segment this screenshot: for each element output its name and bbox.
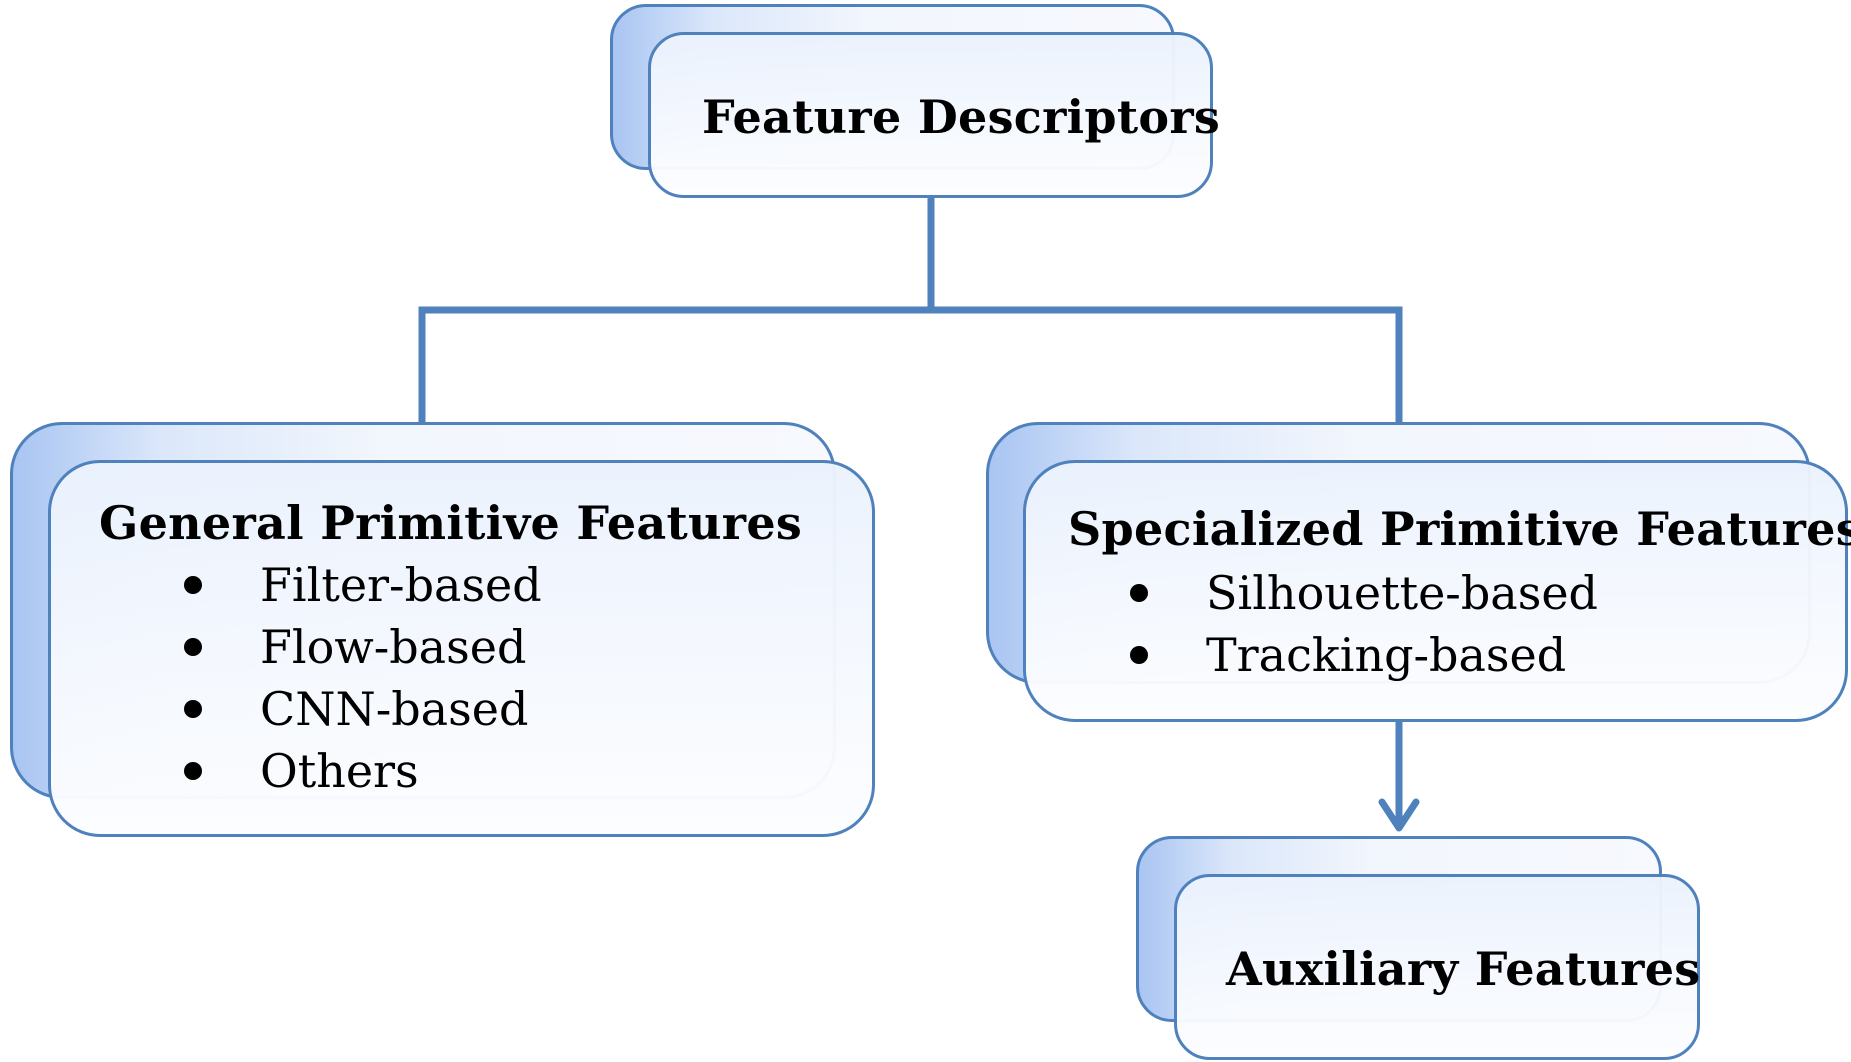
list-item: Flow-based [110,616,542,678]
specialized-feature-list: Silhouette-based Tracking-based [1056,562,1598,686]
node-box [1023,460,1848,722]
bullet-icon [184,576,202,594]
list-item: Silhouette-based [1056,562,1598,624]
node-auxiliary-features: Auxiliary Features [1136,836,1700,1060]
connector-root-to-general [418,198,935,422]
list-item: Filter-based [110,554,542,616]
list-item: Tracking-based [1056,624,1598,686]
bullet-icon [1130,646,1148,664]
list-item: Others [110,740,542,802]
node-title: Specialized Primitive Features [1068,502,1851,556]
general-feature-list: Filter-based Flow-based CNN-based Others [110,554,542,802]
list-item-label: Others [260,744,419,798]
node-title: Auxiliary Features [1226,942,1701,996]
node-box [1174,874,1700,1060]
node-feature-descriptors: Feature Descriptors [610,4,1220,198]
list-item-label: Silhouette-based [1206,566,1598,620]
bullet-icon [1130,584,1148,602]
bullet-icon [184,762,202,780]
list-item-label: Tracking-based [1206,628,1567,682]
node-box [648,32,1213,198]
bullet-icon [184,700,202,718]
list-item-label: Filter-based [260,558,542,612]
bullet-icon [184,638,202,656]
node-title: Feature Descriptors [702,90,1221,144]
list-item-label: CNN-based [260,682,529,736]
list-item-label: Flow-based [260,620,527,674]
node-general-primitive-features: General Primitive Features Filter-based … [10,422,875,837]
node-title: General Primitive Features [99,496,803,550]
connector-root-to-specialized [931,306,1403,422]
node-specialized-primitive-features: Specialized Primitive Features Silhouett… [986,422,1851,722]
list-item: CNN-based [110,678,542,740]
arrow-head-icon [1378,798,1420,832]
